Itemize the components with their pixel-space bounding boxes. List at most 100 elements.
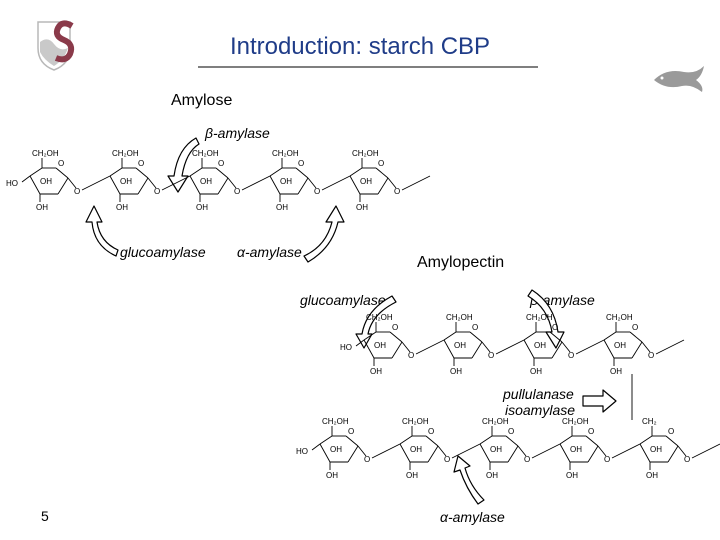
ring-bond (549, 331, 563, 343)
fish-icon (654, 66, 704, 92)
oh-label: OH (120, 177, 132, 186)
ring-bond (319, 443, 331, 463)
ring-bond (109, 167, 123, 177)
glycosidic-oxygen-label: O (604, 455, 610, 464)
ch2oh-label: CH₂OH (446, 313, 473, 322)
glycosidic-bond (161, 175, 191, 191)
glycosidic-oxygen-label: O (444, 455, 450, 464)
glycosidic-oxygen-label: O (408, 351, 414, 360)
oh-label: OH (490, 445, 502, 454)
oh-label: OH (40, 177, 52, 186)
oh-label: OH (116, 203, 128, 212)
glycosidic-bond (597, 445, 607, 457)
glycosidic-bond (387, 177, 397, 189)
glycosidic-oxygen-label: O (74, 187, 80, 196)
oh-label: OH (200, 177, 212, 186)
ch2oh-label: CH₂OH (562, 417, 589, 426)
ring-oxygen-label: O (298, 159, 304, 168)
oh-label: OH (326, 471, 338, 480)
ring-bond (639, 443, 651, 463)
glycosidic-bond (241, 175, 271, 191)
ring-bond (507, 445, 519, 463)
ring-bond (189, 175, 201, 195)
ring-oxygen-label: O (472, 323, 478, 332)
glycosidic-oxygen-label: O (394, 187, 400, 196)
ho-label: HO (296, 447, 308, 456)
oh-label: OH (570, 445, 582, 454)
glycosidic-bond (641, 341, 651, 353)
ring-bond (587, 445, 599, 463)
ring-bond (603, 331, 617, 341)
glycosidic-bond (677, 445, 687, 457)
ring-bond (319, 435, 333, 445)
ring-bond (57, 177, 69, 195)
ring-bond (399, 435, 413, 445)
glycosidic-bond (21, 175, 31, 183)
alpha-amylase-label-bottom: α-amylase (440, 509, 505, 525)
oh-label: OH (280, 177, 292, 186)
ring-bond (425, 435, 439, 447)
oh-label: OH (374, 341, 386, 350)
ring-bond (427, 445, 439, 463)
page-title: Introduction: starch CBP (229, 33, 491, 60)
glycosidic-oxygen-label: O (684, 455, 690, 464)
oh-label: OH (534, 341, 546, 350)
ch2oh-label: CH₂ (642, 417, 657, 426)
ring-bond (377, 177, 389, 195)
ring-bond (269, 175, 281, 195)
glycosidic-oxygen-label: O (488, 351, 494, 360)
page-number: 5 (41, 508, 49, 524)
ring-bond (479, 443, 491, 463)
oh-label: OH (646, 471, 658, 480)
glycosidic-bond (321, 175, 351, 191)
ring-oxygen-label: O (378, 159, 384, 168)
ring-bond (479, 435, 493, 445)
ring-bond (631, 341, 643, 359)
glycosidic-bond (437, 445, 447, 457)
ring-bond (389, 331, 403, 343)
oh-label: OH (276, 203, 288, 212)
ring-bond (443, 339, 455, 359)
university-crest-icon (37, 20, 75, 71)
glycosidic-oxygen-label: O (364, 455, 370, 464)
ring-bond (29, 175, 41, 195)
alpha-amylase-label-amylose: α-amylase (237, 244, 302, 260)
ring-bond (629, 331, 643, 343)
ring-bond (189, 167, 203, 177)
ring-bond (505, 435, 519, 447)
ring-oxygen-label: O (58, 159, 64, 168)
glycosidic-oxygen-label: O (568, 351, 574, 360)
glycosidic-bond (67, 177, 77, 189)
glycosidic-bond (307, 177, 317, 189)
oh-label: OH (454, 341, 466, 350)
ring-bond (217, 177, 229, 195)
oh-label: OH (36, 203, 48, 212)
ch2oh-label: CH₂OH (366, 313, 393, 322)
oh-label: OH (610, 367, 622, 376)
ring-bond (349, 167, 363, 177)
glycosidic-bond (481, 341, 491, 353)
ring-bond (109, 175, 121, 195)
glycosidic-bond (311, 443, 321, 451)
ring-bond (215, 167, 229, 179)
glycosidic-bond (357, 445, 367, 457)
ring-bond (559, 443, 571, 463)
pullulanase-label: pullulanase (503, 386, 574, 402)
ring-oxygen-label: O (348, 427, 354, 436)
oh-label: OH (330, 445, 342, 454)
glucoamylase-arrow (85, 205, 119, 257)
ring-bond (665, 435, 679, 447)
glycosidic-bond (355, 339, 365, 347)
title-underline (198, 66, 538, 68)
glycosidic-oxygen-label: O (648, 351, 654, 360)
ring-bond (345, 435, 359, 447)
glycosidic-oxygen-label: O (524, 455, 530, 464)
ring-bond (269, 167, 283, 177)
ring-oxygen-label: O (392, 323, 398, 332)
oh-label: OH (410, 445, 422, 454)
ring-bond (363, 339, 375, 359)
glycosidic-oxygen-label: O (234, 187, 240, 196)
glycosidic-bond (611, 443, 641, 459)
